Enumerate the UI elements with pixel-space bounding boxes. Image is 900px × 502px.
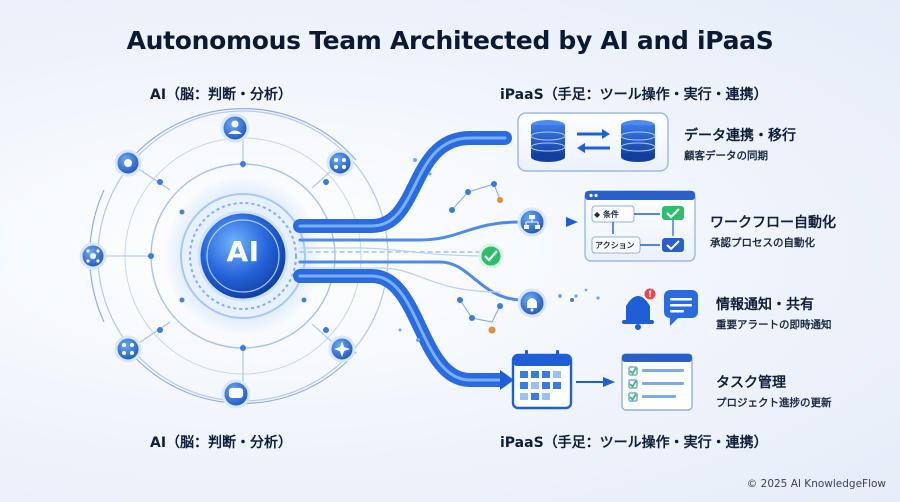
bell-chat-icon [622,288,698,330]
check-circle-icon [478,243,504,269]
feature-title: ワークフロー自動化 [710,215,836,231]
calendar-icon [511,350,573,410]
agent-node-network-top-right [326,149,354,177]
copyright-footer: © 2025 AI KnowledgeFlow [746,478,886,490]
ai-core-label: AI [226,235,260,268]
ipaas-label-bottom: iPaaS（手足：ツール操作・実行・連携） [500,435,768,451]
agent-node-hub-left [79,242,107,270]
agent-node-star-bottom-right [328,335,356,363]
beam-arrowheads [500,217,615,390]
feature-subtitle: 重要アラートの即時通知 [716,319,832,331]
sparkle-dots [398,158,600,342]
ipaas-label-top: iPaaS（手足：ツール操作・実行・連携） [500,87,768,103]
agent-node-chat-bottom [221,379,251,409]
feature-subtitle: プロジェクト進捗の更新 [716,397,832,409]
sync-arrows-icon [577,129,610,153]
feature-task-management: タスク管理 プロジェクト進捗の更新 [716,372,832,410]
task-checklist-icon [511,350,693,411]
feature-title: 情報通知・共有 [716,297,814,313]
workflow-condition-label: ◆ 条件 [594,210,619,219]
ai-label-top: AI（脳：判断・分析） [150,87,293,103]
workflow-window-icon [584,190,696,262]
diagram-title: Autonomous Team Architected by AI and iP… [126,26,774,55]
database-right-icon [620,120,656,162]
feature-subtitle: 承認プロセスの自動化 [710,237,815,249]
feature-workflow: ワークフロー自動化 承認プロセスの自動化 [710,212,836,250]
feature-title: データ連携・移行 [684,128,796,144]
mini-network-nodes [449,181,574,334]
chat-bubble-icon [664,290,698,326]
data-beams [293,131,522,387]
agent-node-user [220,113,250,143]
workflow-action-label: アクション [595,241,635,250]
bell-hub-icon [517,288,547,318]
ai-core [163,176,323,336]
agent-node-network-bottom-left [114,335,142,363]
feature-title: タスク管理 [716,375,786,391]
checklist-window-icon [621,353,693,411]
database-sync-icon [517,112,669,172]
feature-data-sync: データ連携・移行 顧客データの同期 [684,125,796,163]
feature-subtitle: 顧客データの同期 [684,150,768,162]
bell-alert-icon [622,288,656,330]
ai-label-bottom: AI（脳：判断・分析） [150,435,293,451]
agent-node-network-top-left [114,149,142,177]
database-left-icon [530,120,566,162]
feature-notification: 情報通知・共有 重要アラートの即時通知 [716,294,832,332]
hierarchy-hub-icon [517,207,547,237]
mini-network-graph [451,183,501,323]
